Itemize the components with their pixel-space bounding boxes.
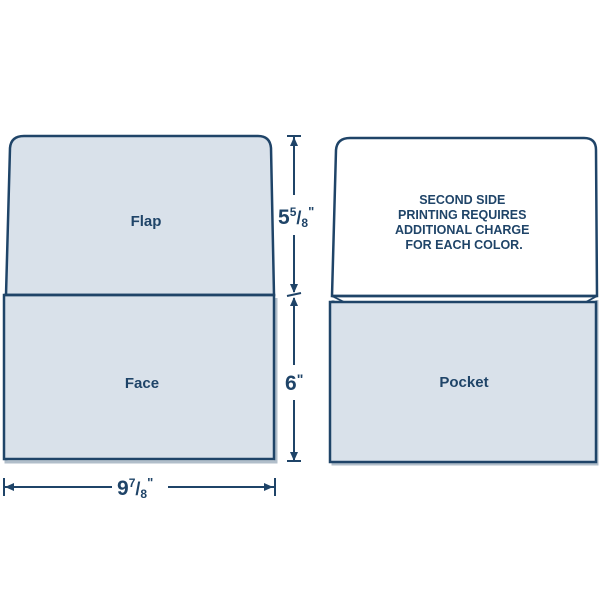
back-view: SECOND SIDE PRINTING REQUIRES ADDITIONAL… bbox=[328, 136, 599, 466]
flap-height-label: 55/8" bbox=[278, 204, 314, 230]
face-label: Face bbox=[125, 375, 159, 392]
width-label: 97/8" bbox=[117, 475, 153, 501]
width-dimension bbox=[3, 478, 276, 496]
flap-panel bbox=[4, 134, 276, 297]
pocket-panel bbox=[328, 300, 598, 464]
second-side-note: SECOND SIDE PRINTING REQUIRES ADDITIONAL… bbox=[395, 193, 533, 252]
pocket-label: Pocket bbox=[439, 374, 488, 391]
face-height-label: 6" bbox=[285, 371, 303, 395]
flap-label: Flap bbox=[131, 213, 162, 230]
height-dimension bbox=[286, 135, 302, 462]
back-flap-panel bbox=[330, 136, 599, 298]
face-panel bbox=[2, 293, 276, 461]
front-view: Flap Face bbox=[2, 134, 278, 464]
